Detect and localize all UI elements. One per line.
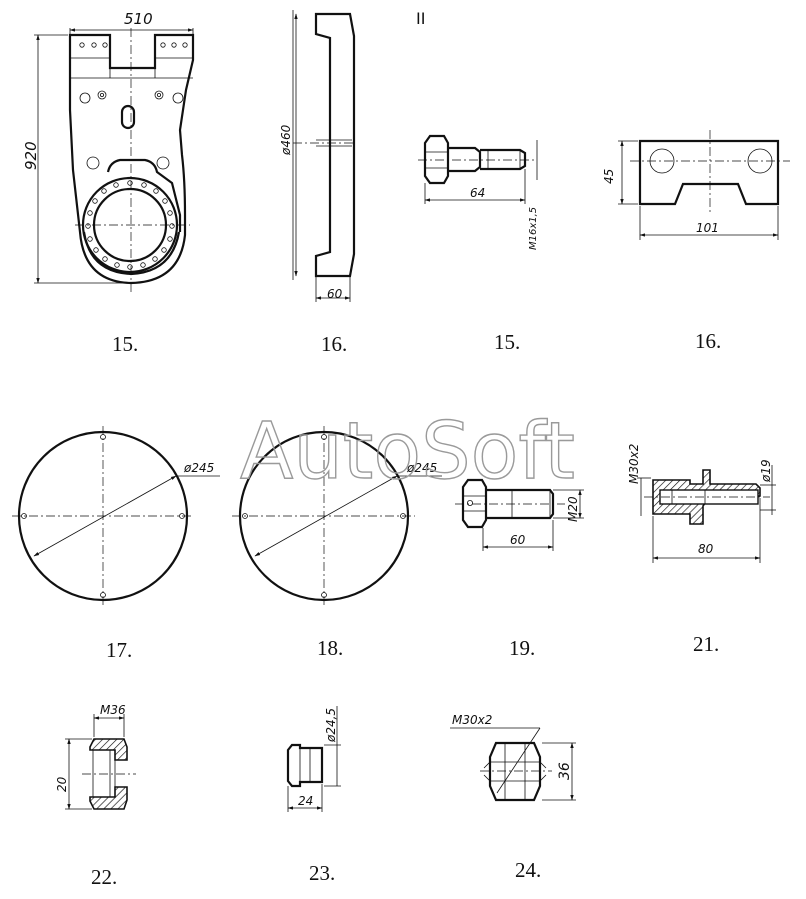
figure-16-plate: 45 101 [602,130,790,240]
dim-thread: M20 [566,496,580,522]
sheet-mark: II [416,9,425,28]
dim-thread: M30x2 [627,444,641,484]
figure-22-nut: 20 M36 [55,703,136,810]
dim-thread: M30x2 [452,713,492,727]
dim-thread: M16x1,5 [528,207,539,250]
caption-24: 24. [515,858,541,882]
dim-length: M36 [100,703,126,717]
dim-diameter: ø19 [759,459,773,483]
figure-19-bolt: M20 60 [455,478,584,551]
dim-length: 60 [510,533,526,547]
watermark: AutoSoft [240,407,575,497]
caption-19: 19. [509,636,535,660]
dim-thread: 20 [55,776,69,792]
dim-width: 60 [327,287,343,301]
caption-17: 17. [106,638,132,662]
dim-height: 45 [602,169,616,184]
dim-diameter: ø245 [183,461,214,475]
caption-16-ring: 16. [321,332,347,356]
figure-18-disc: ø245 [232,426,442,606]
dim-length: 80 [698,542,714,556]
dim-width: 101 [696,221,719,235]
dim-diameter: ø24,5 [324,708,338,743]
caption-15-bracket: 15. [112,332,138,356]
dim-length: 64 [470,186,485,200]
figure-21-fitting: M30x2 ø19 80 [627,444,776,563]
figure-17-disc: ø245 [12,426,220,606]
figure-15-bracket: 510 920 [22,10,195,292]
caption-16-plate: 16. [695,329,721,353]
dim-diameter: ø245 [406,461,437,475]
caption-23: 23. [309,861,335,885]
dim-length: 24 [298,794,313,808]
caption-15-bolt: 15. [494,330,520,354]
figure-16-ring: ø460 60 [279,10,356,302]
caption-21: 21. [693,632,719,656]
figure-24-hexnut: M30x2 36 [450,713,576,802]
bolt-circle-holes [85,180,175,270]
dim-height: 920 [22,141,40,170]
dim-width: 510 [124,10,153,28]
dim-size: 36 [557,762,573,780]
caption-22: 22. [91,865,117,889]
figure-15-bolt: 64 M16x1,5 [418,134,539,250]
dim-diameter: ø460 [279,124,293,156]
caption-18: 18. [317,636,343,660]
figure-23-bushing: 24 ø24,5 [286,706,341,812]
